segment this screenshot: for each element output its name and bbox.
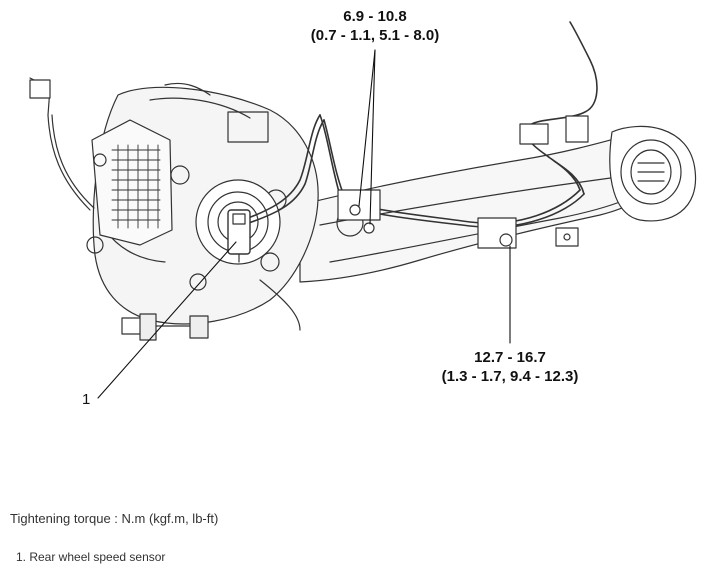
brake-caliper xyxy=(86,119,173,254)
leader-lines xyxy=(97,49,511,399)
callout-number: 1 xyxy=(82,391,91,408)
arm-bushing xyxy=(609,125,697,222)
harness-bracket-lower xyxy=(477,217,517,249)
brake-hose xyxy=(29,77,211,211)
wheel-speed-sensor xyxy=(227,209,251,263)
legend-item: 1. Rear wheel speed sensor xyxy=(16,550,166,564)
torque-value-alt: (0.7 - 1.1, 5.1 - 8.0) xyxy=(310,27,440,44)
torque-value-alt: (1.3 - 1.7, 9.4 - 12.3) xyxy=(441,368,579,385)
harness-connector xyxy=(519,115,589,145)
torque-value-nm: 6.9 - 10.8 xyxy=(343,8,407,25)
wheel-speed-sensor-harness xyxy=(242,21,598,228)
rear-suspension-illustration: ooo xyxy=(29,21,697,399)
mounting-bolt xyxy=(121,313,209,341)
torque-label-upper: 6.9 - 10.8 (0.7 - 1.1, 5.1 - 8.0) xyxy=(290,7,460,45)
torque-units-caption: Tightening torque : N.m (kgf.m, lb-ft) xyxy=(10,511,219,526)
torque-value-nm: 12.7 - 16.7 xyxy=(474,349,546,366)
torque-label-lower: 12.7 - 16.7 (1.3 - 1.7, 9.4 - 12.3) xyxy=(420,348,600,386)
